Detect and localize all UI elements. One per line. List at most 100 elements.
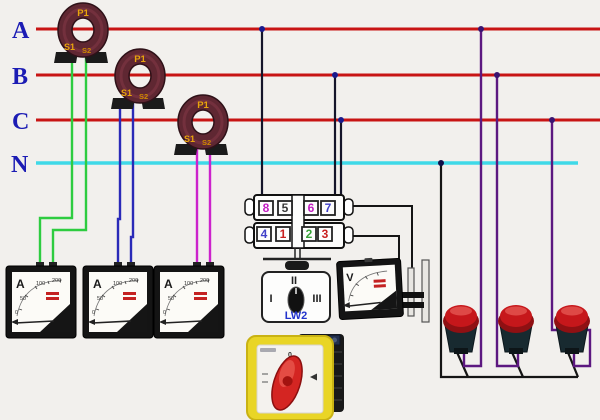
- ct-toroid-shade: [119, 53, 161, 99]
- tick-100: 100: [184, 281, 193, 287]
- switch-brand-mark: [260, 348, 276, 352]
- junction-dot: [338, 117, 344, 123]
- meter-needle: [346, 301, 381, 307]
- meter-corner: [40, 304, 70, 332]
- lw2-pos-top: II: [291, 275, 297, 287]
- rotary-cam-switch: 0: [246, 334, 344, 420]
- tick-200: 200: [52, 278, 61, 284]
- meter-scale-arc: [93, 279, 140, 317]
- block-tab: [244, 198, 255, 216]
- red-marking: [373, 284, 386, 288]
- indicator-lamp-3: [554, 305, 590, 354]
- terminal-num-1: 1: [280, 227, 287, 241]
- voltmeter-unit: V: [346, 272, 355, 284]
- tick-50: 50: [168, 296, 174, 302]
- tick-100: 100: [113, 281, 122, 287]
- tick-200: 200: [129, 278, 138, 284]
- meter-needle-tip: [88, 319, 95, 325]
- terminal-box-5: [277, 200, 293, 216]
- red-marking: [194, 297, 207, 300]
- ct-s2-label: S2: [202, 138, 211, 147]
- indicator-lamp-2: [498, 305, 534, 354]
- meter-ticks: [18, 279, 61, 311]
- lw2-knob: [287, 286, 305, 314]
- indicator-lamp-1: [443, 305, 479, 354]
- terminal-num-6: 6: [308, 201, 315, 215]
- lamp-dome-highlight: [450, 306, 472, 316]
- bracket-bar: [421, 259, 430, 323]
- red-marking: [373, 279, 386, 283]
- ct-toroid-shade: [62, 7, 104, 53]
- ammeter-unit: A: [93, 277, 102, 291]
- meter-ticks: [166, 279, 209, 311]
- phase-label-c: C: [12, 109, 29, 135]
- ct-s1-label: S1: [121, 88, 132, 98]
- voltmeter-bracket: [398, 259, 430, 323]
- switch-handle: [271, 355, 303, 411]
- terminal-num-5: 5: [282, 201, 289, 215]
- terminal-num-2: 2: [306, 227, 313, 241]
- phase-label-n: N: [11, 152, 29, 178]
- tick-100: 100: [36, 281, 45, 287]
- meter-needle-tip: [11, 319, 18, 325]
- wire-ct-b-s2: [129, 100, 135, 272]
- phase-label-a: A: [12, 18, 30, 44]
- ct-phase-a: P1 S1 S2: [54, 2, 109, 63]
- tick-0: 0: [92, 310, 95, 316]
- ct-s2-label: S2: [82, 46, 91, 55]
- wire-ct-a-s1: [38, 55, 74, 272]
- lamp-dome-highlight: [561, 306, 583, 316]
- terminal-num-7: 7: [325, 201, 332, 215]
- ct-toroid: [114, 48, 166, 104]
- lw2-switch-symbol: I II III LW2: [261, 271, 331, 323]
- wire-ct-a-s2: [51, 55, 88, 272]
- meter-needle: [14, 320, 55, 324]
- meter-screw: [364, 257, 373, 263]
- ct-p1-label: P1: [197, 100, 209, 111]
- handle-hub: [282, 376, 293, 387]
- voltmeter: V: [336, 257, 404, 320]
- ammeter-2: A 100 200 50 0: [82, 265, 154, 339]
- tick-0: 0: [163, 310, 166, 316]
- tick-0: 0: [15, 310, 18, 316]
- wire-ct-b-s1: [116, 100, 122, 272]
- terminal-box-3: [317, 226, 333, 242]
- wire-lamp1-common: [454, 349, 470, 378]
- terminal-row-top: 8 5 6 7: [258, 200, 336, 216]
- switch-zero-mark: 0: [288, 352, 292, 359]
- ammeter-3: A 100 200 50 0: [153, 265, 225, 339]
- terminal-box-1: [275, 226, 291, 242]
- terminal-num-3: 3: [322, 227, 329, 241]
- wire-block-to-voltmeter-1: [344, 205, 413, 294]
- lw2-pos-right: III: [312, 293, 321, 305]
- wire-lamp2-phase-b: [495, 76, 520, 368]
- ammeter-1: A 100 200 50 0: [5, 265, 77, 339]
- phase-bus-lines: [36, 27, 600, 165]
- lw2-pos-left: I: [269, 293, 272, 305]
- meter-corner: [371, 290, 398, 310]
- ammeter-unit: A: [164, 277, 173, 291]
- block-tab: [343, 198, 354, 216]
- ammeter-unit: A: [16, 277, 25, 291]
- lamp-dome-highlight: [505, 306, 527, 316]
- lamp-base: [565, 348, 579, 354]
- junction-dot: [549, 117, 555, 123]
- wires: [38, 26, 592, 379]
- phase-labels: A B C N: [11, 18, 30, 178]
- wire-lamp3-phase-c: [550, 121, 592, 368]
- junction-dot: [259, 26, 265, 32]
- ct-p1-label: P1: [134, 54, 146, 65]
- tick-50: 50: [97, 296, 103, 302]
- ct-toroid: [177, 94, 229, 150]
- wire-lamp1-phase-a: [462, 30, 483, 368]
- meter-needle-tip: [159, 319, 166, 325]
- meter-ticks: [350, 272, 379, 297]
- bracket-terminal: [398, 302, 424, 308]
- red-marking: [46, 292, 59, 295]
- lamp-base: [454, 348, 468, 354]
- wire-lamp3-common: [565, 349, 580, 378]
- meter-corner: [117, 304, 147, 332]
- shaft-collar: [285, 261, 309, 270]
- junction-dot: [332, 72, 338, 78]
